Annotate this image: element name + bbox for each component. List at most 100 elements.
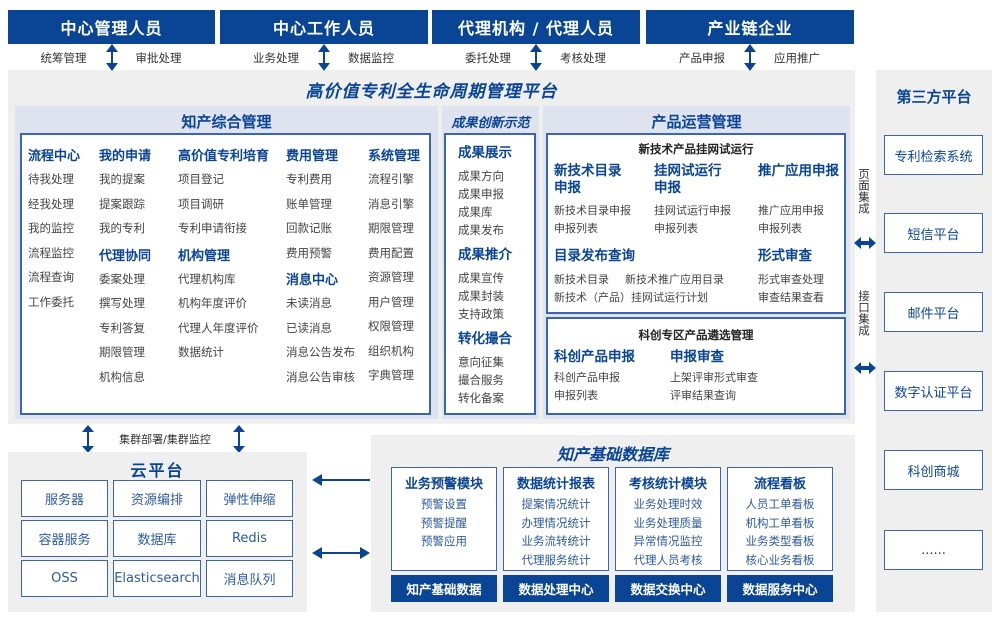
module-item[interactable]: 提案情况统计 (521, 497, 591, 511)
product-item[interactable]: 新技术推广应用目录 (625, 273, 724, 286)
ip-menu-item[interactable]: 流程监控 (28, 245, 74, 260)
module-item[interactable]: 预警设置 (421, 497, 467, 511)
ip-menu-item[interactable]: 专利申请衔接 (178, 221, 247, 235)
ip-menu-item[interactable]: 委案处理 (99, 271, 145, 286)
ip-menu-item[interactable]: 我的监控 (28, 221, 74, 235)
third-party-item[interactable]: 邮件平台 (884, 292, 983, 332)
third-party-item[interactable]: 专利检索系统 (884, 135, 983, 175)
third-party-item[interactable]: ...... (884, 530, 983, 570)
module-item[interactable]: 代理人员考核 (633, 552, 703, 567)
ip-menu-item[interactable]: 费用配置 (368, 245, 414, 260)
cloud-service-cell[interactable]: Redis (206, 520, 293, 557)
data-center-label[interactable]: 数据服务中心 (727, 575, 833, 602)
data-center-label[interactable]: 数据交换中心 (615, 575, 721, 602)
ip-menu-item[interactable]: 字典管理 (368, 368, 414, 382)
achievement-item[interactable]: 成果申报 (458, 187, 504, 201)
third-party-item[interactable]: 科创商城 (884, 450, 983, 490)
module-item[interactable]: 业务类型看板 (745, 534, 815, 548)
achievement-item[interactable]: 成果封装 (458, 289, 504, 303)
module-heading[interactable]: 考核统计模块 (628, 477, 707, 492)
ip-menu-item[interactable]: 项目登记 (178, 172, 224, 186)
module-item[interactable]: 业务处理质量 (633, 515, 703, 530)
ip-menu-item[interactable]: 未读消息 (286, 296, 332, 310)
module-item[interactable]: 核心业务看板 (745, 552, 815, 567)
cloud-service-cell[interactable]: 资源编排 (113, 480, 201, 517)
ip-menu-item[interactable]: 提案跟踪 (99, 196, 145, 211)
product-item[interactable]: 申报列表 (758, 222, 802, 235)
achievement-item[interactable]: 成果发布 (458, 223, 504, 237)
ip-menu-item[interactable]: 期限管理 (99, 345, 145, 359)
ip-group-heading[interactable]: 代理协同 (99, 248, 152, 264)
product-group-heading[interactable]: 申报审查 (670, 349, 724, 365)
ip-menu-item[interactable]: 消息公告发布 (286, 345, 355, 359)
ip-menu-item[interactable]: 项目调研 (178, 196, 224, 211)
cloud-service-cell[interactable]: 数据库 (113, 520, 201, 557)
product-item[interactable]: 上架评审形式审查 (670, 371, 758, 384)
product-group-heading[interactable]: 形式审查 (758, 248, 812, 264)
module-item[interactable]: 代理服务统计 (521, 552, 591, 567)
ip-menu-item[interactable]: 期限管理 (368, 221, 414, 235)
ip-menu-item[interactable]: 撰写处理 (99, 296, 145, 310)
module-item[interactable]: 机构工单看板 (745, 515, 815, 530)
ip-menu-item[interactable]: 流程引擎 (368, 172, 414, 186)
product-group-heading[interactable]: 挂网试运行申报 (654, 163, 722, 196)
product-group-heading[interactable]: 科创产品申报 (554, 349, 635, 365)
product-item[interactable]: 新技术目录 (554, 273, 609, 286)
product-item[interactable]: 挂网试运行申报 (654, 204, 731, 217)
module-item[interactable]: 异常情况监控 (633, 534, 703, 548)
ip-menu-item[interactable]: 已读消息 (286, 320, 332, 335)
module-heading[interactable]: 数据统计报表 (516, 477, 595, 492)
achievement-heading[interactable]: 成果展示 (458, 145, 512, 161)
ip-menu-item[interactable]: 用户管理 (368, 294, 414, 309)
product-item[interactable]: 评审结果查询 (670, 389, 736, 402)
ip-menu-item[interactable]: 流程查询 (28, 270, 74, 284)
ip-group-heading[interactable]: 我的申请 (99, 149, 152, 164)
cloud-service-cell[interactable]: OSS (21, 560, 108, 597)
data-center-label[interactable]: 知产基础数据 (391, 575, 497, 602)
product-item[interactable]: 形式审查处理 (758, 273, 824, 286)
product-item[interactable]: 申报列表 (654, 222, 698, 235)
ip-menu-item[interactable]: 回款记账 (286, 221, 332, 235)
ip-menu-item[interactable]: 待我处理 (28, 172, 74, 186)
ip-menu-item[interactable]: 组织机构 (368, 343, 414, 358)
module-item[interactable]: 预警应用 (421, 534, 467, 548)
cloud-service-cell[interactable]: 消息队列 (206, 560, 293, 597)
ip-group-heading[interactable]: 费用管理 (286, 149, 339, 164)
ip-menu-item[interactable]: 我的专利 (99, 221, 145, 235)
module-item[interactable]: 业务流转统计 (521, 534, 591, 548)
ip-menu-item[interactable]: 代理机构库 (178, 271, 236, 286)
achievement-item[interactable]: 成果方向 (458, 169, 504, 183)
achievement-item[interactable]: 意向征集 (458, 355, 504, 369)
third-party-item[interactable]: 数字认证平台 (884, 371, 983, 411)
product-group-heading[interactable]: 目录发布查询 (554, 248, 635, 264)
ip-menu-item[interactable]: 工作委托 (28, 294, 74, 309)
cloud-service-cell[interactable]: Elasticsearch (113, 560, 201, 597)
ip-menu-item[interactable]: 机构年度评价 (178, 296, 247, 310)
module-heading[interactable]: 业务预警模块 (404, 477, 483, 492)
ip-menu-item[interactable]: 账单管理 (286, 196, 332, 211)
module-item[interactable]: 办理情况统计 (521, 515, 591, 530)
ip-menu-item[interactable]: 消息引擎 (368, 196, 414, 211)
ip-group-heading[interactable]: 流程中心 (28, 149, 81, 164)
achievement-item[interactable]: 成果宣传 (458, 271, 504, 285)
ip-menu-item[interactable]: 专利答复 (99, 320, 145, 335)
achievement-heading[interactable]: 转化撮合 (458, 331, 512, 347)
ip-menu-item[interactable]: 权限管理 (368, 319, 414, 333)
product-item[interactable]: 申报列表 (554, 389, 598, 402)
third-party-item[interactable]: 短信平台 (884, 213, 983, 253)
product-item[interactable]: 新技术（产品）挂网试运行计划 (554, 291, 708, 304)
achievement-item[interactable]: 支持政策 (458, 307, 504, 321)
product-item[interactable]: 审查结果查看 (758, 291, 824, 304)
ip-menu-item[interactable]: 专利费用 (286, 172, 332, 186)
ip-menu-item[interactable]: 消息公告审核 (286, 369, 355, 384)
ip-menu-item[interactable]: 数据统计 (178, 345, 224, 359)
product-group-heading[interactable]: 推广应用申报 (758, 163, 839, 179)
cloud-service-cell[interactable]: 弹性伸缩 (206, 480, 293, 517)
module-item[interactable]: 预警提醒 (421, 515, 467, 530)
product-group-heading[interactable]: 新技术目录申报 (554, 163, 622, 196)
ip-menu-item[interactable]: 经我处理 (28, 196, 74, 211)
data-center-label[interactable]: 数据处理中心 (503, 575, 609, 602)
cloud-service-cell[interactable]: 容器服务 (21, 520, 108, 557)
product-item[interactable]: 推广应用申报 (758, 204, 824, 217)
achievement-heading[interactable]: 成果推介 (458, 247, 512, 263)
